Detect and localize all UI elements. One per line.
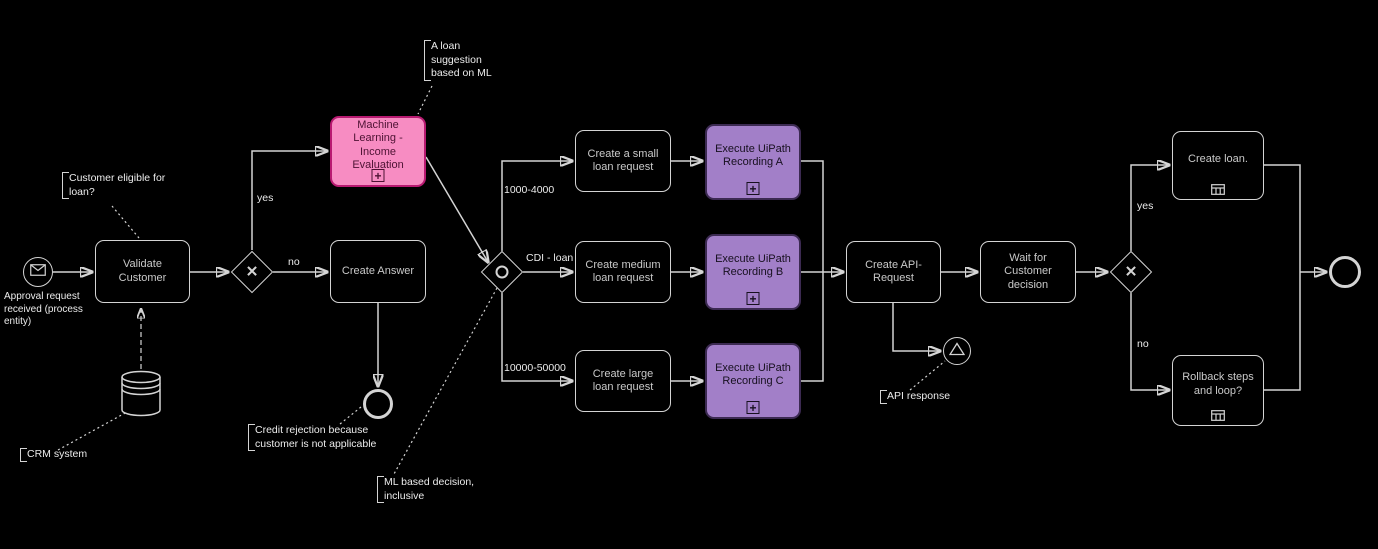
association-line <box>417 85 433 115</box>
grid-marker-icon <box>1211 410 1225 421</box>
subprocess-plus-icon: + <box>746 401 760 414</box>
subprocess-plus-icon: + <box>746 292 760 305</box>
annotation-customer-eligible: Customer eligible for loan? <box>62 172 169 200</box>
association-line <box>57 411 128 451</box>
sequence-flow <box>501 161 572 251</box>
sequence-flow <box>1264 164 1301 272</box>
subprocess-uipath-recording-b[interactable]: Execute UiPath Recording B + <box>705 234 801 310</box>
inclusive-circle-icon <box>492 262 512 282</box>
flow-label-range-large: 10000-50000 <box>504 362 566 374</box>
association-line <box>909 360 946 391</box>
sequence-flow <box>1264 272 1301 391</box>
exclusive-x-icon: ✕ <box>1124 263 1138 281</box>
subprocess-plus-icon: + <box>371 169 385 182</box>
sequence-flow <box>801 272 824 382</box>
end-event-rejection[interactable] <box>363 389 393 419</box>
sequence-flow <box>425 156 488 262</box>
subprocess-uipath-recording-a[interactable]: Execute UiPath Recording A + <box>705 124 801 200</box>
signal-triangle-icon <box>948 341 966 361</box>
annotation-loan-suggestion: A loan suggestion based on ML <box>424 40 499 81</box>
grid-marker-icon <box>1211 184 1225 195</box>
start-event-label: Approval request received (process entit… <box>4 291 83 327</box>
task-create-answer[interactable]: Create Answer <box>330 240 426 303</box>
sequence-flow <box>1130 165 1169 251</box>
exclusive-x-icon: ✕ <box>245 263 259 281</box>
message-envelope-icon <box>30 263 46 281</box>
task-create-api-request[interactable]: Create API-Request <box>846 241 941 303</box>
flow-label-yes-2: yes <box>1137 200 1154 212</box>
task-create-loan[interactable]: Create loan. <box>1172 131 1264 200</box>
subprocess-uipath-recording-c[interactable]: Execute UiPath Recording C + <box>705 343 801 419</box>
signal-event[interactable] <box>943 337 971 365</box>
association-line <box>393 287 498 475</box>
annotation-ml-decision: ML based decision, inclusive <box>377 476 494 504</box>
task-create-medium-loan[interactable]: Create medium loan request <box>575 241 671 303</box>
task-wait-customer-decision[interactable]: Wait for Customer decision <box>980 241 1076 303</box>
subprocess-plus-icon: + <box>746 182 760 195</box>
flow-label-no-1: no <box>288 256 300 268</box>
task-validate-customer[interactable]: Validate Customer <box>95 240 190 303</box>
task-rollback-steps[interactable]: Rollback steps and loop? <box>1172 355 1264 426</box>
flow-label-no-2: no <box>1137 338 1149 350</box>
sequence-flow <box>892 303 940 351</box>
subprocess-ml-income-evaluation[interactable]: Machine Learning - Income Evaluation + <box>330 116 426 187</box>
association-line <box>339 406 362 425</box>
sequence-flow <box>801 160 824 272</box>
annotation-credit-rejection: Credit rejection because customer is not… <box>248 424 395 452</box>
sequence-flow <box>251 151 327 250</box>
annotation-crm-system: CRM system <box>20 448 102 462</box>
association-line <box>111 205 140 239</box>
end-event-final[interactable] <box>1329 256 1361 288</box>
sequence-flow <box>1130 293 1169 390</box>
sequence-flow <box>501 293 572 381</box>
flow-label-range-small: 1000-4000 <box>504 184 555 196</box>
flow-label-range-medium: CDI - loan <box>526 252 574 264</box>
data-store-crm[interactable] <box>121 370 161 417</box>
task-create-large-loan[interactable]: Create large loan request <box>575 350 671 412</box>
annotation-api-response: API response <box>880 390 967 404</box>
flow-label-yes-1: yes <box>257 192 274 204</box>
start-event-message[interactable] <box>23 257 53 287</box>
task-create-small-loan[interactable]: Create a small loan request <box>575 130 671 192</box>
